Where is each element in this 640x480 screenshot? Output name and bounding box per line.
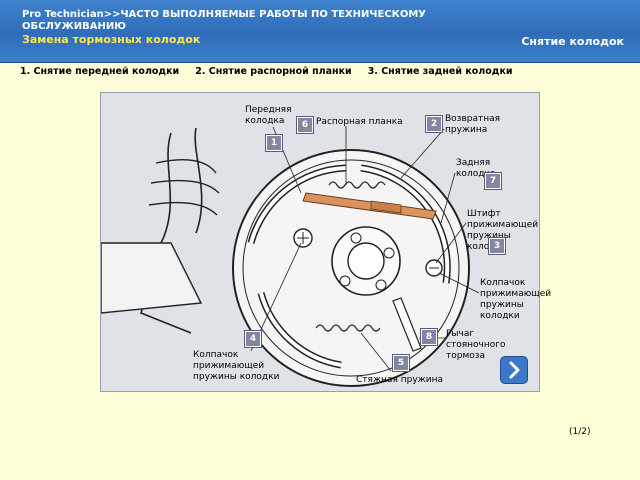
brake-drawing [101,126,480,387]
step-badge-7: 7 [484,172,502,190]
label-return-spring: Возвратная пружина [445,114,501,135]
label-parking-lever: Рычаг стояночного тормоза [446,329,506,361]
step-badge-2: 2 [425,115,443,133]
brake-diagram: Передняя колодка Распорная планка Возвра… [100,92,552,392]
label-hold-down-cup-left: Колпачок прижимающей пружины колодки [193,350,280,382]
step-badge-1: 1 [265,134,283,152]
breadcrumb: Pro Technician>>ЧАСТО ВЫПОЛНЯЕМЫЕ РАБОТЫ… [22,9,427,32]
page-indicator: (1/2) [569,427,591,437]
step-badge-3: 3 [488,237,506,255]
next-page-button[interactable] [500,356,528,384]
step-badge-8: 8 [420,328,438,346]
label-hold-down-pin: Штифт прижимающей пружины колодки [467,209,539,252]
label-strut: Распорная планка [316,117,403,127]
step-3-link[interactable]: 3. Снятие задней колодки [367,66,513,77]
step-2-link[interactable]: 2. Снятие распорной планки [195,66,352,77]
label-front-shoe: Передняя колодка [245,105,292,126]
label-tension-spring: Стяжная пружина [356,375,444,385]
step-badge-6: 6 [296,116,314,134]
step-list: 1. Снятие передней колодки 2. Снятие расп… [20,66,529,77]
step-1-link[interactable]: 1. Снятие передней колодки [20,66,180,77]
label-rear-shoe: Задняя колодка [456,158,496,179]
page-title: Замена тормозных колодок [22,33,201,46]
step-badge-4: 4 [244,330,262,348]
chevron-right-icon [509,361,520,379]
label-hold-down-cup-right: Колпачок прижимающей пружины колодки [480,278,552,321]
step-badge-5: 5 [392,354,410,372]
header-bar: Pro Technician>>ЧАСТО ВЫПОЛНЯЕМЫЕ РАБОТЫ… [0,0,640,63]
section-title: Снятие колодок [521,35,624,48]
